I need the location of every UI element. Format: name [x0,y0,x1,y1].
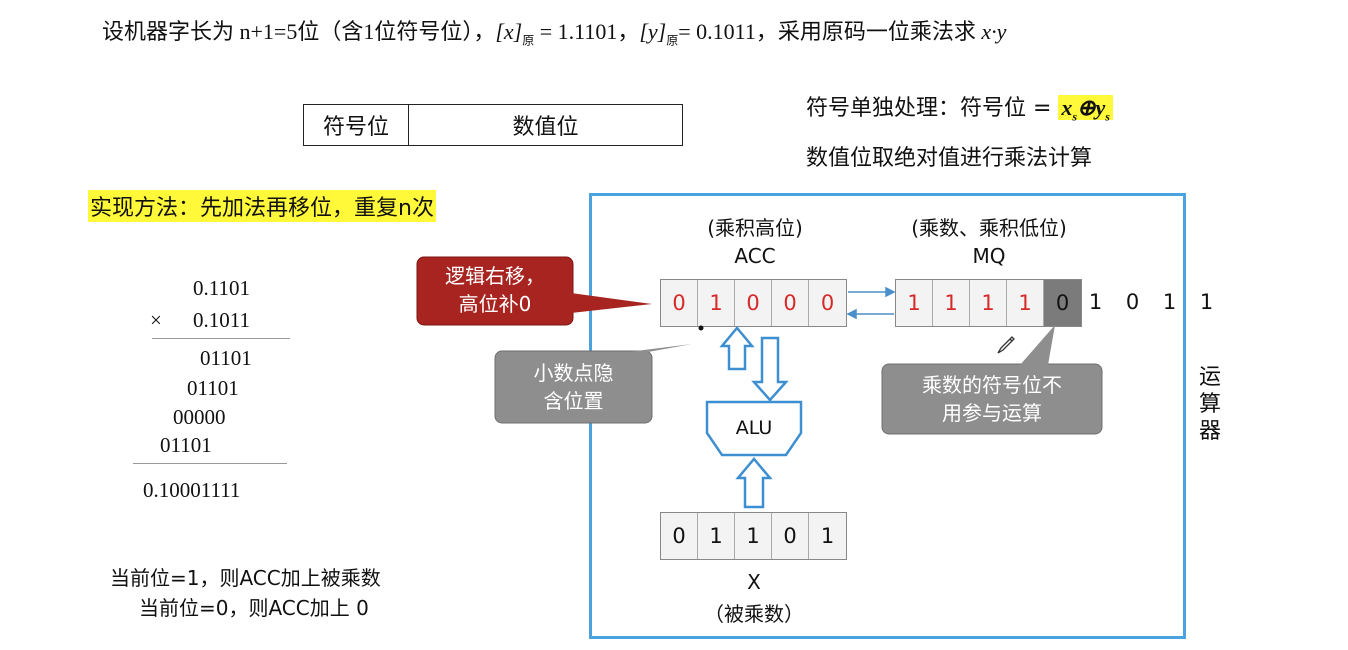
shift-callout-line-2: 高位补0 [458,292,532,316]
title-xy: x·y [981,19,1007,44]
mul-divider-2 [133,463,287,464]
mq-bit: 1 [970,280,1007,326]
acc-bit: 1 [698,280,735,326]
partial-product-4: 01101 [160,433,212,457]
x-bit: 1 [735,513,772,559]
shift-callout: 逻辑右移， 高位补0 [417,262,573,318]
x-caption: （被乘数） [704,602,804,626]
sign-bit-callout-line-1: 乘数的符号位不 [922,373,1062,397]
alu-to-acc-arrow [719,326,755,371]
shift-callout-shape [416,256,652,326]
partial-product-3: 00000 [173,405,226,429]
shifted-bit: 0 [1125,290,1140,314]
x-bit: 1 [820,524,835,548]
sign-rule: 符号单独处理：符号位 = xs⊕ys [806,90,1113,124]
format-sign-cell: 符号位 [304,105,409,145]
formula-xor: ⊕ [1077,95,1096,120]
point-callout-line-2: 含位置 [543,389,604,413]
acc-mq-arrows [846,286,896,320]
x-bit: 0 [661,513,698,559]
mq-caption: (乘数、乘积低位) [911,216,1067,240]
acc-register: 0 1 0 0 0 [660,279,847,327]
sign-rule-text: 符号单独处理：符号位 = [806,96,1059,121]
acc-caption: (乘积高位) [707,216,803,240]
formula-ys-sub: s [1105,109,1110,124]
format-table: 符号位 数值位 [303,104,683,146]
title-x-value: = 1.1101， [534,19,640,44]
point-callout-line-1: 小数点隐 [533,361,614,385]
x-register: 0 1 1 0 1 [660,512,847,560]
shifted-bit: 1 [1088,290,1103,314]
acc-bit: 0 [735,280,772,326]
x-name: X [747,570,761,594]
problem-title: 设机器字长为 n+1=5位（含1位符号位），[x]原 = 1.1101，[y]原… [102,14,1006,48]
acc-bit: 0 [820,291,835,315]
decimal-point-dot [698,325,704,331]
point-callout: 小数点隐 含位置 [495,359,652,415]
sign-bit-callout-line-2: 用参与运算 [942,401,1042,425]
title-x-sub: 原 [522,33,535,48]
alu-label: ALU [735,417,773,439]
title-prefix: 设机器字长为 n+1=5位（含1位符号位）， [102,19,496,44]
method-text: 实现方法：先加法再移位，重复n次 [88,190,436,222]
multiplicand: 0.1101 [193,276,250,300]
multiplier: 0.1011 [193,308,250,332]
title-y-sub: 原 [666,33,679,48]
formula-xs-sub: s [1072,109,1078,124]
title-y: [y] [639,19,667,44]
mq-bit: 1 [896,280,933,326]
acc-name: ACC [734,244,776,268]
mq-bit: 1 [1007,280,1044,326]
acc-bit: 0 [661,280,698,326]
mq-register: 1 1 1 1 0 [895,279,1082,327]
title-x: [x] [495,19,523,44]
acc-bit: 0 [772,280,809,326]
rule-bit-zero: 当前位=0，则ACC加上 0 [139,596,369,620]
final-product: 0.10001111 [143,478,241,502]
mq-shifted-out-bits: 1 0 1 1 [1077,290,1225,314]
mul-divider-1 [152,338,290,339]
mq-name: MQ [972,244,1006,268]
x-to-alu-arrow [735,457,773,509]
rule-bit-one: 当前位=1，则ACC加上被乘数 [110,566,381,590]
point-callout-shape [494,344,692,424]
mq-sign-bit: 0 [1044,280,1081,326]
sign-rule-formula: xs⊕ys [1058,95,1113,124]
x-bit: 0 [772,513,809,559]
formula-xs: x [1061,95,1073,120]
title-y-value: = 0.1011，采用原码一位乘法求 [678,19,982,44]
format-value-cell: 数值位 [512,115,579,140]
alu-shape [705,400,803,457]
partial-product-1: 01101 [200,346,252,370]
times-sign: × [150,308,162,332]
x-bit: 1 [698,513,735,559]
shifted-bit: 1 [1162,290,1177,314]
abs-value-rule: 数值位取绝对值进行乘法计算 [806,146,1093,171]
arithmetic-unit-label: 运算器 [1198,365,1221,444]
sign-bit-callout: 乘数的符号位不 用参与运算 [882,371,1102,427]
pencil-icon [997,336,1015,354]
partial-product-2: 01101 [187,376,239,400]
mq-bit: 1 [933,280,970,326]
formula-ys: y [1095,95,1106,120]
shift-callout-line-1: 逻辑右移， [445,264,545,288]
sign-bit-callout-shape [881,325,1103,435]
shifted-bit: 1 [1199,290,1214,314]
acc-to-alu-arrow [751,336,789,402]
